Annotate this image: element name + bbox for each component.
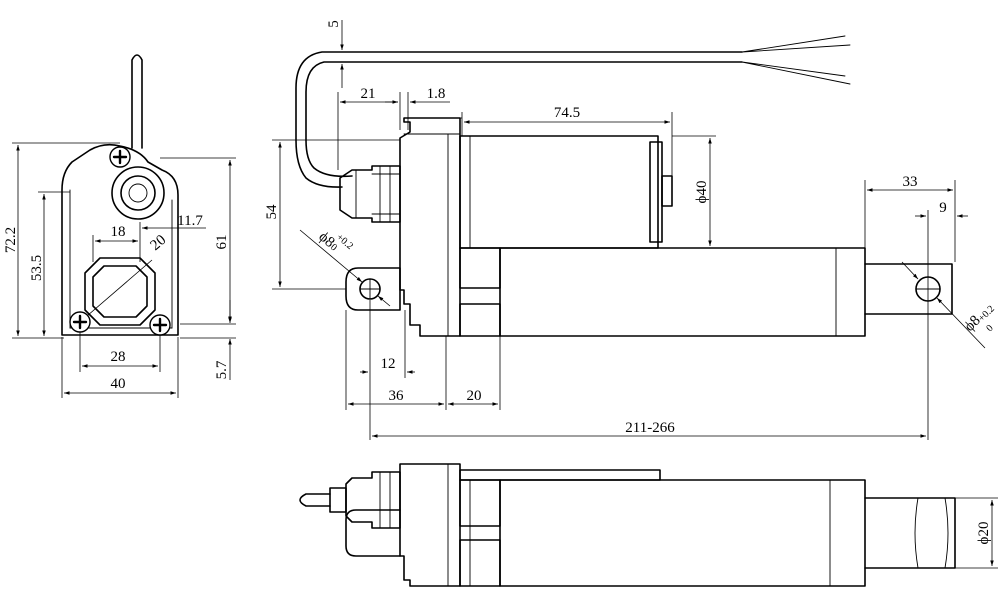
motor-cap-knob xyxy=(661,175,673,207)
dim-1-8: 1.8 xyxy=(427,86,446,102)
extension-rod xyxy=(864,263,953,315)
dim-74-5: 74.5 xyxy=(554,105,580,121)
dim-54: 54 xyxy=(264,204,280,220)
dim-33: 33 xyxy=(903,174,918,190)
dim-72-2: 72.2 xyxy=(3,227,19,253)
bottom-gland xyxy=(345,471,401,529)
dim-18: 18 xyxy=(111,224,126,240)
dim-9: 9 xyxy=(939,200,947,216)
screw-right-icon xyxy=(149,314,171,336)
dim-53-5: 53.5 xyxy=(29,255,45,281)
dim-36: 36 xyxy=(389,388,405,404)
side-view: 5 21 1.8 74.5 54 ϕ40 ϕ8 +0.2 0 33 9 xyxy=(264,20,997,440)
dim-5-7: 5.7 xyxy=(214,360,230,379)
dim-rear-hole-tol: +0.2 xyxy=(334,232,355,252)
bottom-housing xyxy=(399,463,461,587)
bottom-clevis xyxy=(345,509,401,557)
tube-upper-block xyxy=(459,247,501,289)
dim-rear-hole-tol-low: 0 xyxy=(328,242,339,254)
cable-gland-inner xyxy=(120,175,156,211)
dim-dia-40: ϕ40 xyxy=(694,181,710,204)
bottom-outer-tube xyxy=(499,479,866,587)
cable-wire-b xyxy=(741,61,851,85)
dim-20: 20 xyxy=(467,388,482,404)
screw-top-icon xyxy=(109,146,131,168)
cable-gland-core xyxy=(128,183,148,203)
power-cable xyxy=(295,51,743,188)
actuator-outer-tube xyxy=(499,247,866,337)
dim-12: 12 xyxy=(381,356,396,372)
cable-gland-outer xyxy=(111,166,165,220)
end-view-cable xyxy=(131,54,143,149)
cable-wire-a xyxy=(741,35,851,53)
cable-stub xyxy=(299,493,331,507)
end-view-housing xyxy=(61,143,179,336)
tube-lower-block xyxy=(459,303,501,337)
dim-21: 21 xyxy=(361,86,376,102)
dim-11-7: 11.7 xyxy=(177,213,203,229)
end-view-inner xyxy=(69,189,173,329)
gearbox-housing xyxy=(399,117,461,337)
bottom-rod xyxy=(864,497,956,569)
dim-front-hole-tol-low: 0 xyxy=(984,323,995,334)
dim-rod-dia-20: ϕ20 xyxy=(976,522,992,545)
end-view: 72.2 53.5 61 5.7 18 11.7 20 28 40 xyxy=(3,54,236,398)
diag-20-line xyxy=(79,259,153,323)
dim-stroke-range: 211-266 xyxy=(625,420,675,436)
dim-5-top: 5 xyxy=(326,20,342,28)
dim-28: 28 xyxy=(111,349,126,365)
rear-clevis xyxy=(345,267,401,311)
octagon-boss-outer xyxy=(84,257,156,326)
dim-20-diag: 20 xyxy=(148,232,170,254)
octagon-boss-inner xyxy=(92,265,148,318)
screw-left-icon xyxy=(69,311,91,333)
motor-body xyxy=(459,135,659,249)
bottom-rod-neck xyxy=(914,497,949,569)
bottom-view: ϕ20 xyxy=(299,463,998,587)
dim-61: 61 xyxy=(214,235,230,250)
motor-endcap xyxy=(649,141,663,243)
dim-40: 40 xyxy=(111,376,126,392)
